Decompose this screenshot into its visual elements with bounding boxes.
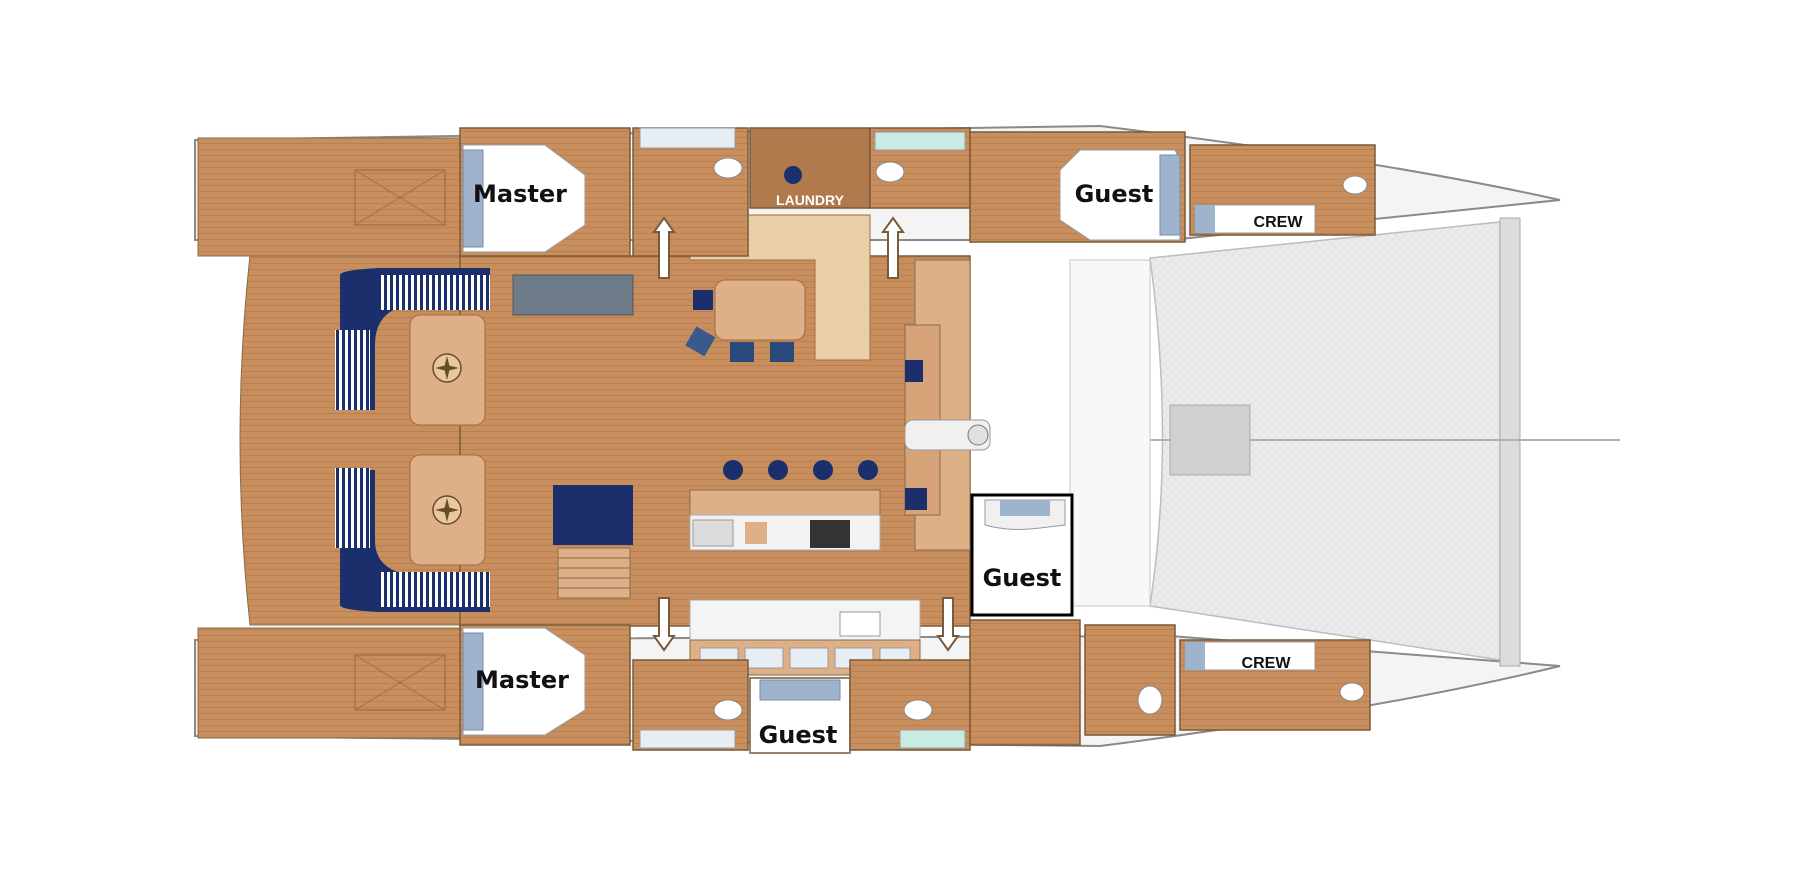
aft-lounge-starboard — [335, 454, 490, 612]
heads-starboard-mid — [849, 659, 971, 751]
room-label-crew-starboard: CREW — [1242, 655, 1292, 672]
dining-table — [714, 279, 806, 341]
heads-port-aft — [632, 127, 749, 257]
up-arrow-icon — [652, 216, 676, 279]
room-label-guest-starboard: Guest — [759, 721, 838, 749]
master-cabin-starboard — [459, 624, 631, 746]
heads-port-mid — [869, 127, 971, 209]
guest-cabin-starboard-bottom — [749, 677, 851, 754]
room-label-crew-port: CREW — [1254, 214, 1304, 231]
room-label-laundry: LAUNDRY — [776, 192, 845, 208]
engine-room-starboard — [969, 619, 1176, 746]
trampoline-net — [1069, 217, 1620, 667]
dining-chairs — [685, 290, 794, 362]
heads-starboard-aft — [632, 659, 749, 751]
up-arrow-icon — [881, 216, 905, 279]
bar-counter — [512, 274, 634, 316]
crew-cabin-port — [1189, 144, 1376, 236]
laundry-room — [749, 127, 871, 209]
master-cabin-port — [459, 127, 631, 257]
galley-island — [689, 460, 881, 551]
helm-console — [553, 485, 633, 545]
room-label-guest-mid: Guest — [983, 564, 1062, 592]
down-arrow-icon — [936, 597, 960, 652]
guest-cabin-port-fwd — [969, 131, 1186, 243]
guest-cabin-mid — [970, 493, 1074, 617]
crew-cabin-starboard — [1179, 639, 1371, 731]
room-label-guest-port-fwd: Guest — [1075, 180, 1154, 208]
stairs — [557, 547, 631, 599]
room-label-master-port: Master — [473, 180, 567, 208]
down-arrow-icon — [652, 597, 676, 652]
room-label-master-starboard: Master — [475, 666, 569, 694]
aft-cockpit — [197, 137, 461, 739]
nav-station — [904, 259, 991, 551]
aft-lounge-port — [335, 268, 490, 426]
